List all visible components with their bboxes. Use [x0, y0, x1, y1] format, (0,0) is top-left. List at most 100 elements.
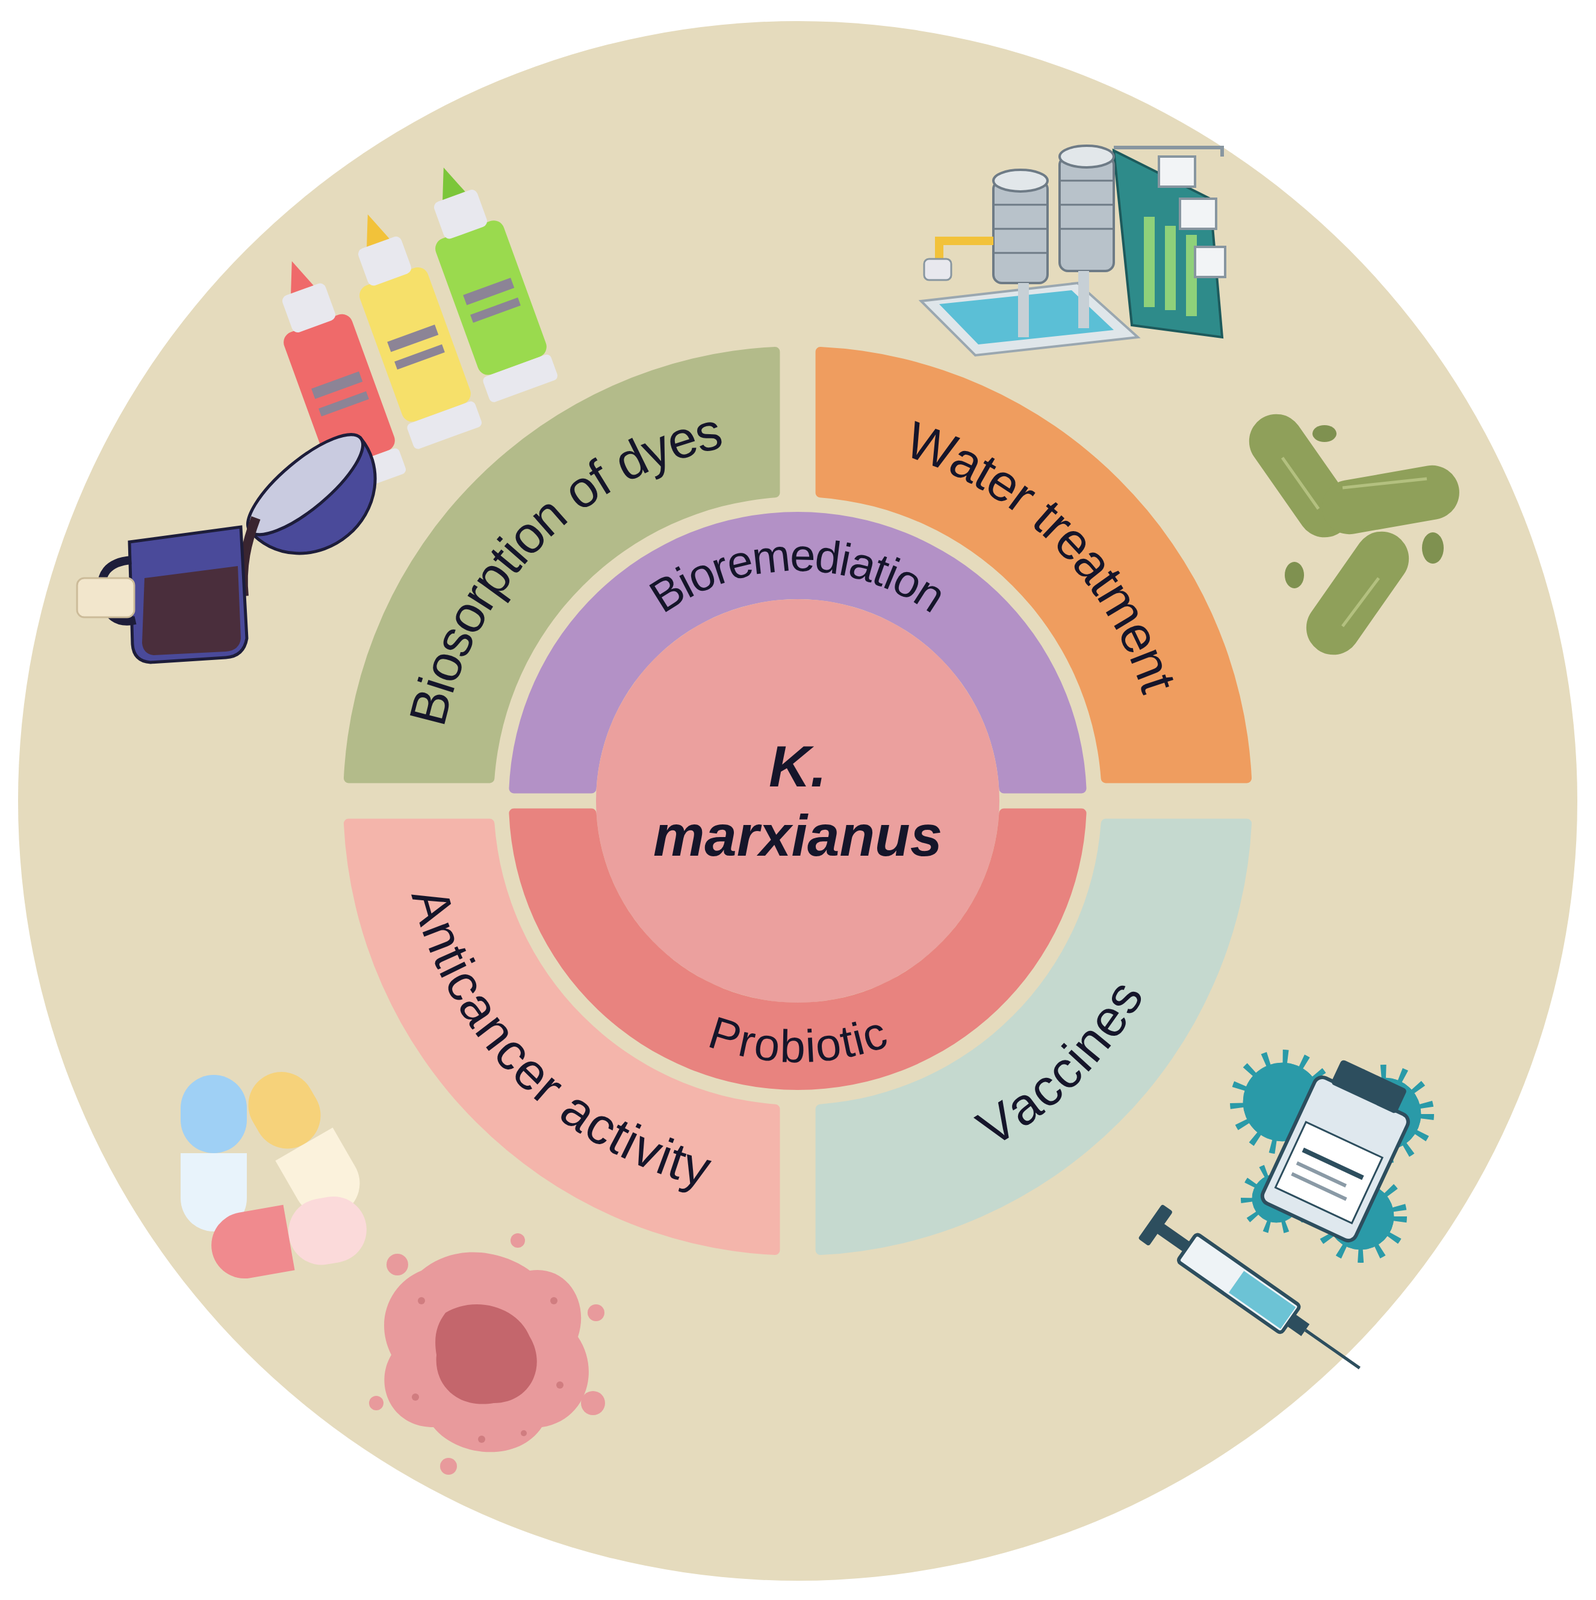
- water-treatment-plant-part-part: [1060, 180, 1113, 182]
- application-band: Anticancer activity: [337, 794, 804, 1262]
- water-treatment-plant-part-part: [1143, 216, 1155, 308]
- cancer-cell-part-part: [411, 1393, 420, 1401]
- water-treatment-plant-part: [1158, 156, 1226, 277]
- cancer-cell-part-part: [580, 1390, 606, 1415]
- dye-bottles-part: [409, 155, 559, 404]
- capsules-part-part: [180, 1074, 247, 1153]
- capsules-part: [180, 1074, 247, 1232]
- dye-bottles-part-part: [470, 297, 521, 323]
- bacteria: [1238, 403, 1464, 666]
- water-treatment-plant-part-part: [1060, 228, 1113, 230]
- center-circle: K. marxianus: [596, 599, 1000, 1003]
- pouring-pot-part: [234, 419, 404, 582]
- dye-bottles-part-part: [462, 277, 515, 306]
- dye-bottles-part-part: [432, 187, 489, 241]
- background-disc: [18, 21, 1578, 1581]
- water-treatment-plant-part-part: [994, 204, 1047, 206]
- capsules: [180, 1059, 373, 1284]
- dye-bottles-part-part: [280, 281, 338, 335]
- band-fill: [343, 818, 781, 1256]
- syringe-part: [1137, 1203, 1173, 1246]
- dye-bottles-part-part: [387, 324, 439, 353]
- bacteria-highlight-part: [1342, 478, 1427, 488]
- capsules-part-part: [205, 1204, 295, 1284]
- water-treatment-plant-part-part: [1179, 198, 1217, 229]
- bacteria-highlight: [1282, 457, 1427, 627]
- vaccine-vial-part: [1302, 1147, 1365, 1180]
- water-treatment-plant-part-part: [1195, 246, 1226, 277]
- pouring-pot-part: [129, 526, 247, 663]
- syringe-part: [1305, 1329, 1360, 1368]
- water-treatment-plant-part-part: [1059, 145, 1114, 168]
- band-fill: [815, 818, 1253, 1256]
- pouring-pot: [77, 419, 404, 663]
- water-treatment-plant: [921, 145, 1226, 356]
- dye-bottles-part-part: [432, 163, 466, 200]
- dye-bottles-part-part: [432, 217, 550, 379]
- band-label: Anticancer activity: [337, 794, 804, 1262]
- dye-bottles-part-part: [356, 210, 390, 247]
- bacteria-part: [1312, 425, 1337, 442]
- vaccine-vial-part: [1296, 1160, 1347, 1187]
- cancer-cell-part-part: [556, 1381, 564, 1389]
- syringe: [1137, 1203, 1372, 1385]
- vaccine-vial-part: [1330, 1058, 1408, 1114]
- dye-bottles-part-part: [394, 344, 445, 370]
- bacteria-highlight-part: [1282, 457, 1319, 509]
- bacteria-part: [1295, 520, 1420, 666]
- dye-bottles-part-part: [318, 391, 370, 417]
- water-treatment-plant-part-part: [994, 228, 1047, 230]
- water-treatment-plant-part: [1023, 270, 1084, 338]
- water-treatment-plant-part: [1113, 150, 1223, 338]
- vaccine-vial-part: [1290, 1172, 1347, 1202]
- water-treatment-plant-part: [924, 258, 952, 280]
- cancer-cell-part-part: [510, 1232, 525, 1248]
- syringe-part: [1177, 1232, 1301, 1333]
- cancer-cell-part-part: [369, 1395, 384, 1410]
- cancer-cell-part-part: [587, 1304, 605, 1321]
- water-treatment-plant-part: [1113, 147, 1223, 157]
- center-title: K. marxianus: [623, 731, 973, 870]
- dye-bottles-part-part: [356, 234, 413, 288]
- cancer-cell-part: [435, 1304, 538, 1404]
- category-band: Probiotic: [502, 794, 1093, 1096]
- syringe-part: [1228, 1270, 1296, 1329]
- band-label: Probiotic: [502, 794, 1093, 1096]
- water-treatment-plant-part-part: [1059, 156, 1114, 271]
- bacteria-part: [1317, 461, 1464, 539]
- water-treatment-plant-part-part: [994, 252, 1047, 255]
- cancer-cell-part-part: [520, 1429, 527, 1436]
- pouring-pot-part: [142, 565, 241, 656]
- band-label: Vaccines: [791, 794, 1259, 1262]
- capsules-part: [205, 1190, 372, 1283]
- water-treatment-plant-part-part: [1164, 225, 1176, 311]
- cancer-cell-part-part: [478, 1435, 486, 1443]
- water-treatment-plant-part-part: [1158, 156, 1196, 187]
- cancer-cell-part: [369, 1232, 606, 1475]
- pouring-pot-part: [77, 577, 135, 618]
- water-treatment-plant-part: [1143, 216, 1197, 317]
- cancer-cell-part: [411, 1296, 564, 1443]
- cancer-cell: [369, 1232, 606, 1475]
- bacteria-part: [1422, 532, 1444, 564]
- cancer-cell-part-part: [440, 1457, 457, 1475]
- cancer-cell-part-part: [386, 1253, 409, 1276]
- water-treatment-plant-part: [993, 145, 1114, 283]
- water-treatment-plant-part-part: [993, 169, 1048, 192]
- water-treatment-plant-part: [994, 180, 1113, 253]
- cancer-cell-part-part: [417, 1296, 426, 1305]
- application-band: Vaccines: [791, 794, 1259, 1262]
- dye-bottles-part-part: [405, 399, 483, 450]
- water-treatment-plant-part: [921, 282, 1138, 356]
- bacteria-highlight-part: [1342, 577, 1379, 627]
- water-treatment-plant-part-part: [993, 180, 1048, 283]
- text-glyph: o: [751, 1020, 783, 1070]
- dye-bottles-part-part: [481, 353, 559, 404]
- text-glyph: m: [749, 531, 793, 581]
- dye-bottles-part-part: [280, 257, 314, 294]
- water-treatment-plant-part-part: [1060, 204, 1113, 206]
- dye-bottles-part-part: [311, 371, 363, 400]
- vaccine-vial-part: [1275, 1121, 1383, 1223]
- text-glyph: b: [779, 1022, 807, 1070]
